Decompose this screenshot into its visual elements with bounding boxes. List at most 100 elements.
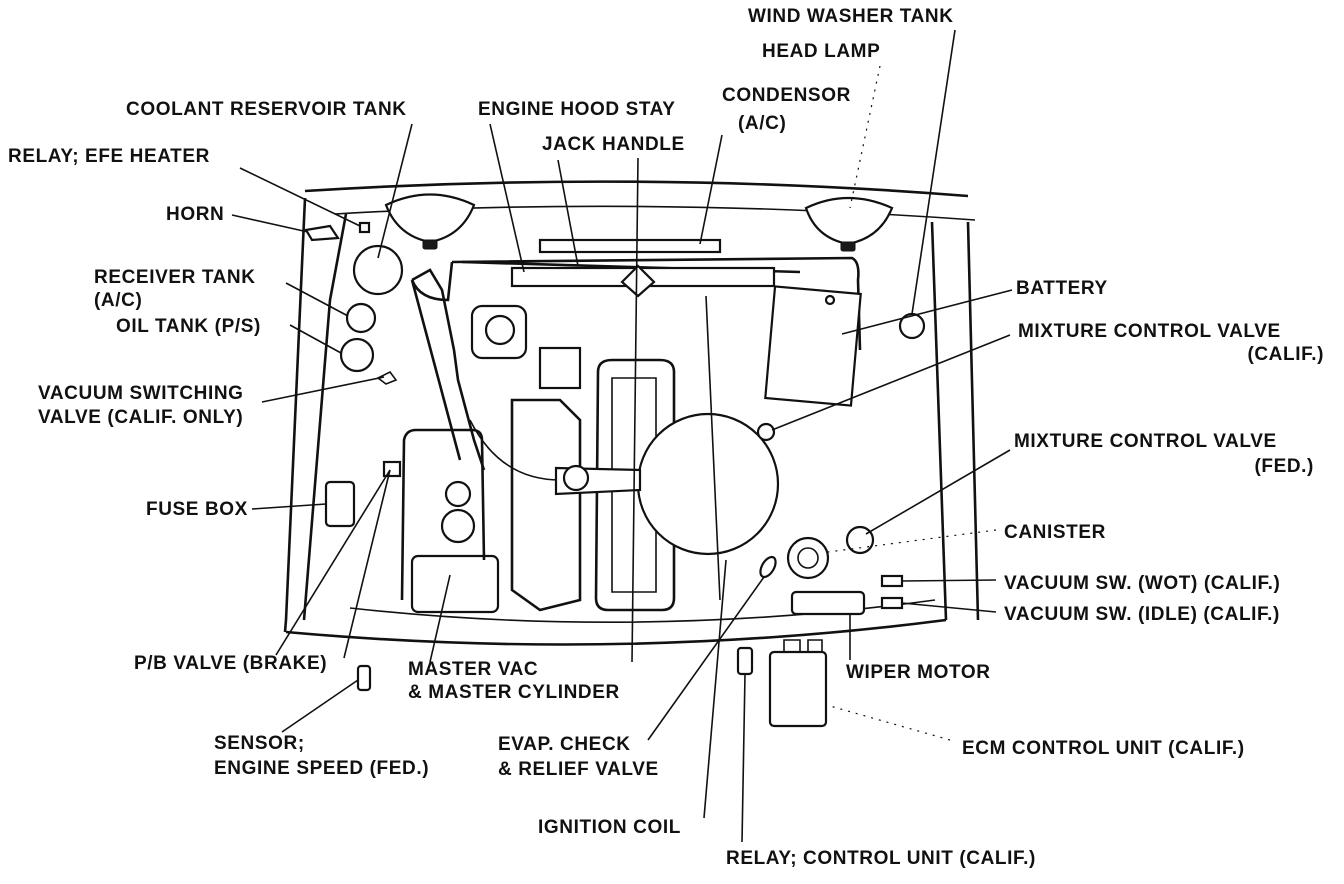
master-vac-frame — [400, 428, 486, 601]
master-vac-part — [410, 554, 500, 614]
label-wiper-motor: WIPER MOTOR — [846, 662, 991, 683]
leader-horn — [231, 214, 309, 233]
leader-relay-efe-heater — [239, 167, 361, 227]
leader-ignition-coil — [703, 559, 727, 819]
canister-part-inner — [797, 547, 819, 569]
leader-mixture-control-valve-calif — [771, 334, 1011, 431]
battery-part — [764, 285, 862, 407]
label-evap-check-2: & RELIEF VALVE — [498, 759, 659, 780]
ecm-control-unit-part — [768, 650, 828, 728]
master-cylinder-reservoir — [444, 480, 472, 508]
pb-valve-part — [382, 460, 402, 478]
leader-oil-tank — [289, 324, 342, 354]
label-mixture-control-valve-fed-2: (FED.) — [1254, 456, 1314, 477]
leader-battery — [841, 289, 1013, 335]
radiator-cap — [620, 264, 656, 298]
label-oil-tank: OIL TANK (P/S) — [116, 316, 261, 337]
relay-control-unit-part — [736, 646, 754, 676]
master-cylinder-body — [440, 508, 476, 544]
battery-terminal — [824, 294, 836, 306]
label-mixture-control-valve-fed-1: MIXTURE CONTROL VALVE — [1014, 431, 1277, 452]
label-evap-check-1: EVAP. CHECK — [498, 734, 631, 755]
leader-wind-washer-tank — [911, 29, 956, 315]
head-lamp-right — [804, 196, 894, 252]
radiator-support-left — [410, 261, 454, 302]
leader-mixture-control-valve-fed — [865, 449, 1011, 535]
label-ignition-coil: IGNITION COIL — [538, 817, 681, 838]
engine-manifold-inner — [611, 377, 657, 593]
fuse-box-part — [324, 480, 356, 528]
label-vacuum-switching-valve-2: VALVE (CALIF. ONLY) — [38, 407, 243, 428]
leader-ecm-control-unit — [829, 705, 951, 741]
leader-condensor — [699, 134, 723, 245]
mixture-control-valve-fed-part — [845, 525, 875, 555]
leader-vacuum-sw-wot — [901, 579, 997, 582]
accessory-pulley — [484, 314, 516, 346]
label-horn: HORN — [166, 204, 224, 225]
wiper-motor-part — [790, 590, 866, 616]
evap-check-valve-part — [759, 555, 777, 579]
label-ecm-control-unit: ECM CONTROL UNIT (CALIF.) — [962, 738, 1245, 759]
firewall-bottom — [285, 618, 947, 646]
right-fender — [966, 221, 980, 621]
label-master-vac-1: MASTER VAC — [408, 659, 538, 680]
label-vacuum-sw-wot: VACUUM SW. (WOT) (CALIF.) — [1004, 573, 1280, 594]
leader-pb-valve-b — [343, 469, 391, 659]
leader-engine-hood-stay — [489, 123, 525, 273]
label-canister: CANISTER — [1004, 522, 1106, 543]
label-fuse-box: FUSE BOX — [146, 499, 248, 520]
engine-block — [510, 398, 582, 612]
leader-master-vac — [429, 574, 451, 663]
oil-tank — [339, 337, 375, 373]
label-wind-washer-tank: WIND WASHER TANK — [748, 6, 954, 27]
leader-lines — [231, 29, 1013, 843]
label-vacuum-sw-idle: VACUUM SW. (IDLE) (CALIF.) — [1004, 604, 1280, 625]
hood-edge — [304, 180, 969, 198]
label-relay-efe-heater: RELAY; EFE HEATER — [8, 146, 210, 167]
label-coolant-reservoir-tank: COOLANT RESERVOIR TANK — [126, 99, 407, 120]
sensor-engine-speed-part — [356, 664, 372, 692]
head-lamp-left — [384, 193, 476, 250]
vacuum-sw-idle-part — [880, 596, 904, 610]
label-condensor-1: CONDENSOR — [722, 85, 851, 106]
leader-pb-valve-a — [275, 469, 391, 656]
radiator-support-top — [451, 256, 862, 351]
leader-relay-control-unit — [741, 673, 746, 843]
label-master-vac-2: & MASTER CYLINDER — [408, 682, 620, 703]
idle-control-box — [538, 346, 582, 390]
label-receiver-tank-1: RECEIVER TANK — [94, 267, 256, 288]
leader-evap-check — [647, 576, 765, 741]
coolant-reservoir-tank — [352, 244, 404, 296]
air-cleaner — [636, 412, 780, 556]
leader-sensor — [281, 679, 359, 733]
engine-manifold — [594, 358, 676, 612]
label-mixture-control-valve-calif-2: (CALIF.) — [1247, 344, 1324, 365]
leader-receiver-tank — [285, 282, 349, 317]
callout-labels: WIND WASHER TANK HEAD LAMP CONDENSOR (A/… — [8, 6, 1324, 869]
leader-fuse-box — [251, 503, 327, 510]
engine-hood-stay-pole — [705, 295, 721, 601]
label-sensor-1: SENSOR; — [214, 733, 305, 754]
leader-vacuum-sw-idle — [901, 602, 997, 613]
vacuum-sw-wot-part — [880, 574, 904, 588]
leader-jack-handle — [557, 159, 579, 267]
horn-part — [304, 224, 340, 242]
engine-bay-drawing — [283, 180, 980, 728]
label-head-lamp: HEAD LAMP — [762, 41, 880, 62]
relay-efe-heater-part — [358, 221, 371, 234]
mixture-control-valve-calif-part — [756, 422, 776, 442]
label-mixture-control-valve-calif-1: MIXTURE CONTROL VALVE — [1018, 321, 1281, 342]
label-engine-hood-stay: ENGINE HOOD STAY — [478, 99, 676, 120]
label-battery: BATTERY — [1016, 278, 1108, 299]
label-sensor-2: ENGINE SPEED (FED.) — [214, 758, 429, 779]
left-fender — [283, 197, 307, 633]
vacuum-switching-valve-part — [376, 370, 398, 385]
leader-head-lamp — [849, 65, 881, 209]
condensor-bar — [538, 238, 722, 254]
label-relay-control-unit: RELAY; CONTROL UNIT (CALIF.) — [726, 848, 1036, 869]
right-fender-inner — [930, 221, 948, 621]
canister-part — [786, 536, 830, 580]
label-jack-handle: JACK HANDLE — [542, 134, 685, 155]
leader-jack-handle-long — [631, 157, 639, 663]
